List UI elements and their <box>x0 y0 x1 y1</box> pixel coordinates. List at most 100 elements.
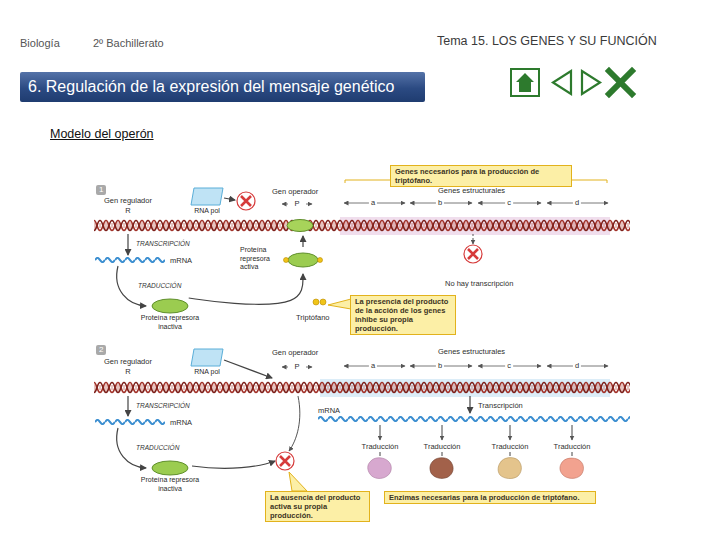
protein-shape <box>152 461 188 475</box>
dimension-arrow <box>282 367 288 368</box>
home-icon <box>511 69 539 96</box>
section-heading: Modelo del operón <box>50 127 154 141</box>
arrow <box>510 425 511 440</box>
arrow <box>442 452 443 456</box>
part-label: R <box>125 367 130 376</box>
tryptophan-dot <box>284 258 289 263</box>
node-text: Genes necesarios para la producción de t… <box>395 167 567 185</box>
part-label: Traducción <box>362 442 399 451</box>
gene-letter: c <box>505 361 513 370</box>
callout-pointer <box>289 472 307 491</box>
enzyme <box>560 458 584 478</box>
rna-polymerase: RNA pol <box>188 187 226 217</box>
arrow <box>469 396 470 413</box>
arrow <box>380 452 381 456</box>
arrow <box>192 461 275 468</box>
mrna-strand <box>318 416 630 422</box>
node-text: Proteína represora inactiva <box>134 476 206 493</box>
mrna-strand <box>95 419 165 425</box>
node-text: RNA pol <box>188 207 226 216</box>
part-label: Genes estructurales <box>438 186 505 195</box>
callout-number: 1 <box>96 185 106 195</box>
part-label: mRNA <box>170 418 192 427</box>
tryptophan-dot <box>320 299 326 305</box>
dimension-arrow <box>306 204 312 205</box>
part-label: Gen operador <box>272 187 318 196</box>
callout-box: Enzimas necesarias para la producción de… <box>384 491 596 504</box>
part-label: No hay transcripción <box>445 279 513 288</box>
node-text: Proteína represora activa <box>240 246 282 272</box>
gene-letter: b <box>436 361 444 370</box>
forward-icon <box>582 71 600 94</box>
gene-letter: c <box>505 198 513 207</box>
slide-title: 6. Regulación de la expresión del mensaj… <box>28 78 425 96</box>
arrow <box>510 452 511 456</box>
enzyme <box>368 458 392 479</box>
process-label: TRADUCCIÓN <box>136 444 179 452</box>
part-label: mRNA <box>170 256 192 265</box>
part-label: Genes estructurales <box>438 347 505 356</box>
arrow <box>380 425 381 440</box>
node-text: Enzimas necesarias para la producción de… <box>389 493 591 502</box>
tryptophan-dot <box>313 299 319 305</box>
mrna-strand <box>95 419 165 425</box>
part-label: Gen regulador <box>104 196 152 205</box>
repressor-protein: Proteína represora inactiva <box>134 298 206 338</box>
part-label: Traducción <box>424 442 461 451</box>
arrow <box>224 198 235 200</box>
dashed-arrow <box>473 234 474 244</box>
part-label: Gen regulador <box>104 357 152 366</box>
header-text: Biología <box>20 37 60 49</box>
node-text: RNA pol <box>188 368 226 377</box>
block-cross <box>241 196 251 206</box>
arrow <box>572 452 573 456</box>
dna-helix <box>94 381 630 394</box>
gene-letter: d <box>573 198 581 207</box>
callout-box: Genes necesarios para la producción de t… <box>390 165 572 187</box>
topic-title: Tema 15. LOS GENES Y SU FUNCIÓN <box>437 34 657 48</box>
arrow <box>442 425 443 440</box>
gene-letter: d <box>573 361 581 370</box>
polymerase-shape <box>191 188 223 205</box>
dimension-arrow <box>282 204 288 205</box>
block-cross <box>280 456 290 466</box>
node-text: La ausencia del producto activa su propi… <box>270 493 365 520</box>
arrow <box>224 360 272 378</box>
header-text: 2º Bachillerato <box>93 37 164 49</box>
rna-polymerase: RNA pol <box>188 348 226 378</box>
arrow <box>127 396 128 416</box>
dimension-arrow <box>306 367 312 368</box>
part-label: P <box>294 362 299 371</box>
arrow <box>572 425 573 440</box>
process-label: TRANSCRIPCIÓN <box>136 240 190 248</box>
mrna-strand <box>318 416 630 422</box>
part-label: R <box>125 206 130 215</box>
process-label: TRANSCRIPCIÓN <box>136 402 190 410</box>
callout-pointer <box>328 299 351 309</box>
gene-letter: a <box>369 361 377 370</box>
repressor-protein: Proteína represora activa <box>240 246 322 274</box>
callout-number: 2 <box>96 345 106 355</box>
dna-helix <box>94 381 630 394</box>
block-circle <box>464 245 482 263</box>
enzyme <box>430 458 453 479</box>
repressor-protein: Proteína represora inactiva <box>134 460 206 500</box>
part-label: mRNA <box>318 406 340 415</box>
part-label: P <box>294 199 299 208</box>
gene-letter: b <box>436 198 444 207</box>
block-circle <box>276 452 294 470</box>
dna-helix <box>94 219 630 232</box>
part-label: Traducción <box>554 442 591 451</box>
title-band: 6. Regulación de la expresión del mensaj… <box>20 72 425 102</box>
process-label: TRADUCCIÓN <box>138 282 181 290</box>
polymerase-shape <box>191 349 223 366</box>
dna-helix <box>94 219 630 232</box>
part-label: Transcripción <box>478 401 523 410</box>
close-icon <box>609 71 632 94</box>
mrna-strand <box>95 257 165 263</box>
arrow <box>127 234 128 255</box>
mrna-strand <box>95 257 165 263</box>
callout-box: La presencia del producto de la acción d… <box>350 295 456 335</box>
